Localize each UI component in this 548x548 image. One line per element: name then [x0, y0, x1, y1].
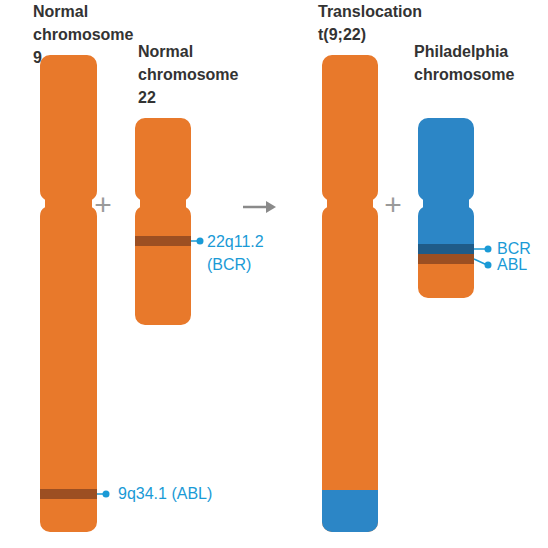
chromosome-heading: Normal chromosome 22 [138, 40, 258, 109]
chromosome-band [418, 244, 474, 254]
chromosome: Translocation t(9;22) [322, 55, 378, 532]
leader-dot [485, 246, 492, 253]
leader-dot [197, 238, 204, 245]
leader-line [191, 240, 199, 242]
chromosome-shape [322, 55, 378, 532]
leader-line [474, 248, 487, 250]
chromosome-band [418, 264, 474, 298]
chromosome-heading: Philadelphia chromosome [414, 40, 526, 86]
arrow-head [266, 201, 276, 213]
gene-label: ABL [497, 253, 547, 276]
chromosome-shape [135, 118, 191, 325]
chromosome-band [135, 236, 191, 246]
chromosome-band [40, 489, 97, 499]
leader-dot [103, 491, 110, 498]
chromosome: Normal chromosome 9 [40, 55, 97, 532]
locus-label: 22q11.2 (BCR) [207, 230, 277, 276]
chromosome: Philadelphia chromosome [418, 118, 474, 298]
transition-arrow [243, 201, 276, 213]
chromosome-heading: Normal chromosome 9 [33, 0, 145, 69]
chromosome-band [418, 254, 474, 264]
leader-line [474, 259, 487, 265]
chromosome: Normal chromosome 22 [135, 118, 191, 325]
locus-label: 9q34.1 (ABL) [118, 482, 248, 505]
plus-sign: + [90, 190, 116, 220]
chromosome-band [322, 55, 378, 532]
chromosome-band [135, 118, 191, 325]
chromosome-heading: Translocation t(9;22) [318, 0, 434, 46]
chromosome-band [418, 118, 474, 244]
chromosome-shape [40, 55, 97, 532]
chromosome-band [40, 55, 97, 532]
plus-sign: + [380, 190, 406, 220]
leader-line [97, 493, 105, 495]
arrow-shaft [243, 206, 268, 209]
leader-dot [485, 262, 492, 269]
chromosome-band [322, 490, 378, 532]
chromosome-shape [418, 118, 474, 298]
